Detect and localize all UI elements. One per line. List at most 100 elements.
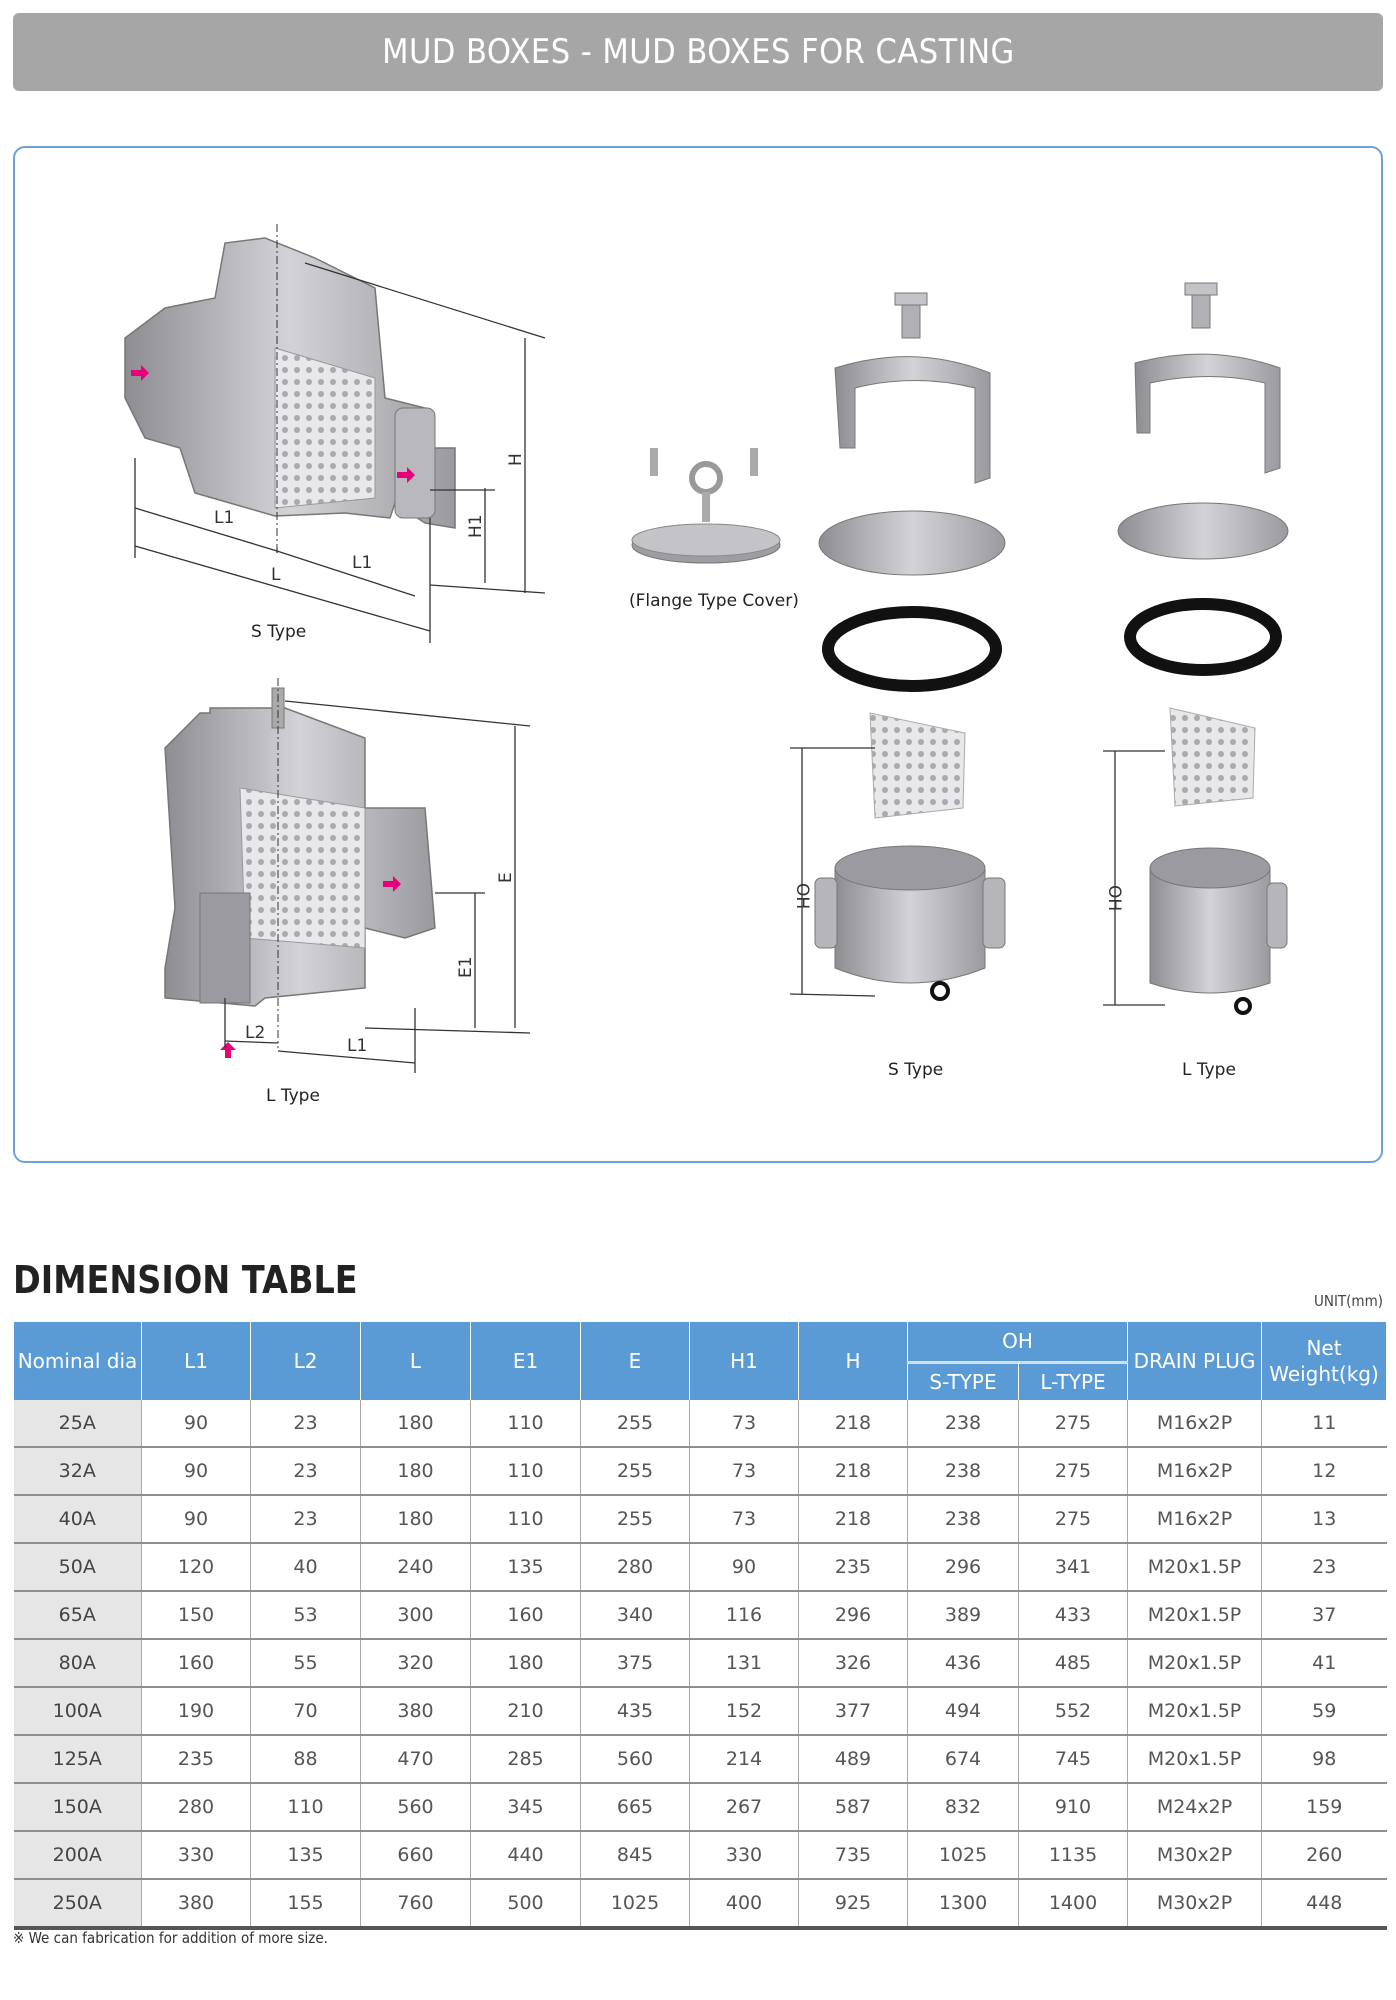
table-cell: 255 [580,1446,690,1496]
table-cell: 448 [1261,1878,1387,1930]
table-cell: 12 [1261,1446,1387,1496]
table-cell: 116 [689,1590,799,1640]
table-cell: 665 [580,1782,690,1832]
table-cell: 832 [907,1782,1019,1832]
table-cell: M20x1.5P [1127,1590,1262,1640]
table-cell: 110 [470,1399,581,1448]
table-cell: 267 [689,1782,799,1832]
dim-label-e1: E1 [456,956,476,978]
table-cell: 88 [250,1734,361,1784]
l-type-section-drawing: L2 L1 E1 E L Type [164,678,531,1106]
header-oh-s-type: S-TYPE [907,1360,1019,1400]
table-cell: 155 [250,1878,361,1930]
table-cell: 330 [141,1830,251,1880]
dim-label-l1: L1 [352,553,372,573]
table-cell: 1025 [907,1830,1019,1880]
dim-label-l2: L2 [245,1023,265,1043]
s-type-label: S Type [251,622,306,642]
table-cell: 275 [1018,1446,1128,1496]
table-cell: 255 [580,1399,690,1448]
table-cell: 218 [798,1446,908,1496]
table-cell: 180 [360,1446,471,1496]
table-cell: 255 [580,1494,690,1544]
table-cell: 470 [360,1734,471,1784]
table-cell: 735 [798,1830,908,1880]
table-cell: 552 [1018,1686,1128,1736]
table-cell: 275 [1018,1494,1128,1544]
dim-label-h: H [506,453,526,466]
table-cell: 73 [689,1446,799,1496]
table-cell: 40 [250,1542,361,1592]
table-cell: 218 [798,1399,908,1448]
table-cell: 1135 [1018,1830,1128,1880]
table-cell: 660 [360,1830,471,1880]
nominal-dia-cell: 65A [13,1590,142,1640]
table-cell: 90 [141,1494,251,1544]
table-cell: 300 [360,1590,471,1640]
table-cell: 296 [907,1542,1019,1592]
table-cell: 280 [141,1782,251,1832]
header-oh-l-type: L-TYPE [1018,1360,1128,1400]
table-cell: 110 [250,1782,361,1832]
table-cell: 159 [1261,1782,1387,1832]
header-net-weight: Net Weight(kg) [1261,1322,1387,1400]
table-cell: M20x1.5P [1127,1638,1262,1688]
header-e1: E1 [470,1322,581,1400]
table-cell: 238 [907,1494,1019,1544]
nominal-dia-cell: 250A [13,1878,142,1930]
dimension-table-title: DIMENSION TABLE [13,1258,358,1302]
header-h: H [798,1322,908,1400]
dim-label-l1: L1 [214,508,234,528]
table-cell: 135 [250,1830,361,1880]
table-cell: 275 [1018,1399,1128,1448]
table-cell: 380 [141,1878,251,1930]
nominal-dia-cell: 50A [13,1542,142,1592]
header-h1: H1 [689,1322,799,1400]
exploded-s-type-drawing: OH S Type [789,292,1006,1080]
table-cell: 23 [250,1446,361,1496]
table-cell: M30x2P [1127,1830,1262,1880]
table-cell: 1025 [580,1878,690,1930]
table-cell: 340 [580,1590,690,1640]
table-cell: M16x2P [1127,1399,1262,1448]
nominal-dia-cell: 125A [13,1734,142,1784]
table-cell: 910 [1018,1782,1128,1832]
table-cell: 500 [470,1878,581,1930]
table-cell: 440 [470,1830,581,1880]
table-cell: 285 [470,1734,581,1784]
unit-label: UNIT(mm) [1313,1292,1383,1310]
table-cell: 190 [141,1686,251,1736]
table-cell: 11 [1261,1399,1387,1448]
flow-arrow-icon [383,876,401,892]
table-cell: 210 [470,1686,581,1736]
table-cell: 280 [580,1542,690,1592]
table-cell: 345 [470,1782,581,1832]
table-cell: 41 [1261,1638,1387,1688]
table-cell: 433 [1018,1590,1128,1640]
table-cell: 120 [141,1542,251,1592]
table-cell: 55 [250,1638,361,1688]
table-cell: 73 [689,1399,799,1448]
table-cell: M30x2P [1127,1878,1262,1930]
table-cell: 110 [470,1446,581,1496]
table-cell: 560 [580,1734,690,1784]
table-cell: 160 [141,1638,251,1688]
header-e: E [580,1322,690,1400]
table-cell: 23 [250,1494,361,1544]
table-cell: M24x2P [1127,1782,1262,1832]
table-cell: 745 [1018,1734,1128,1784]
footnote: ※ We can fabrication for addition of mor… [13,1929,328,1947]
nominal-dia-cell: 150A [13,1782,142,1832]
dim-label-h1: H1 [466,514,486,538]
table-cell: M20x1.5P [1127,1542,1262,1592]
header-drain-plug: DRAIN PLUG [1127,1322,1262,1400]
header-nominal-dia: Nominal dia [13,1322,142,1400]
flange-type-cover-label: (Flange Type Cover) [629,591,799,611]
table-cell: 131 [689,1638,799,1688]
